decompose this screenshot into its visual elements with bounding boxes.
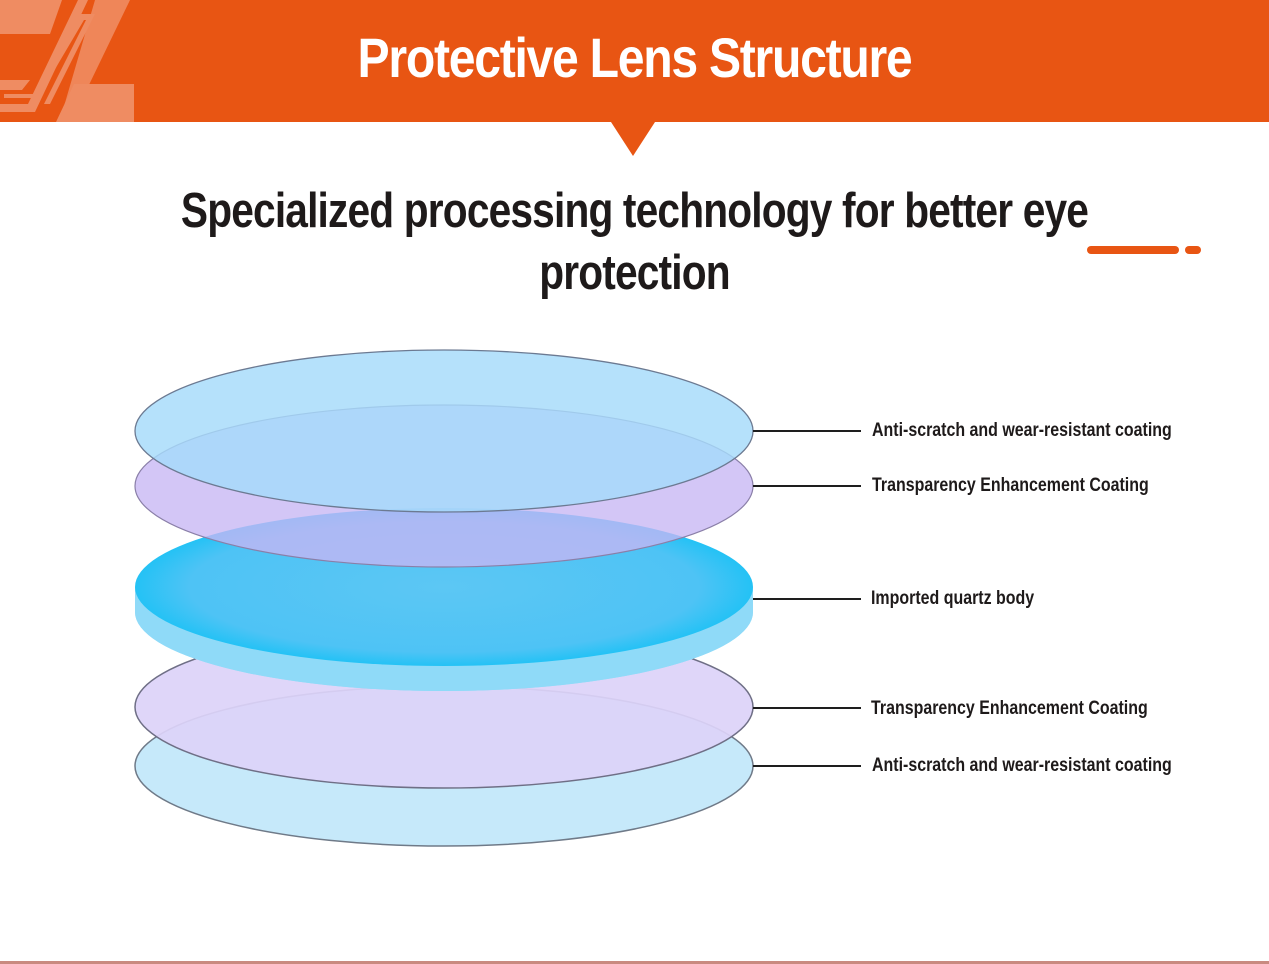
layer-label-lower-transparency: Transparency Enhancement Coating (871, 698, 1148, 719)
layer-label-quartz-body: Imported quartz body (871, 588, 1035, 609)
layer-top-anti-scratch (134, 349, 754, 513)
accent-underline-short (1185, 246, 1201, 254)
leader-line-5 (753, 765, 861, 767)
decorative-stripes-icon (0, 0, 134, 122)
accent-underline-long (1087, 246, 1179, 254)
layer-label-upper-transparency: Transparency Enhancement Coating (872, 475, 1149, 496)
layer-label-bottom-anti-scratch: Anti-scratch and wear-resistant coating (872, 755, 1172, 776)
subtitle: Specialized processing technology for be… (180, 184, 1089, 300)
leader-line-1 (753, 430, 861, 432)
leader-line-2 (753, 485, 861, 487)
leader-line-4 (753, 707, 861, 709)
page-title: Protective Lens Structure (357, 26, 913, 89)
header-banner: Protective Lens Structure (0, 0, 1269, 122)
leader-line-3 (753, 598, 861, 600)
layer-label-top-anti-scratch: Anti-scratch and wear-resistant coating (872, 420, 1172, 441)
footer-divider (0, 961, 1269, 964)
header-pointer-arrow (611, 122, 655, 156)
